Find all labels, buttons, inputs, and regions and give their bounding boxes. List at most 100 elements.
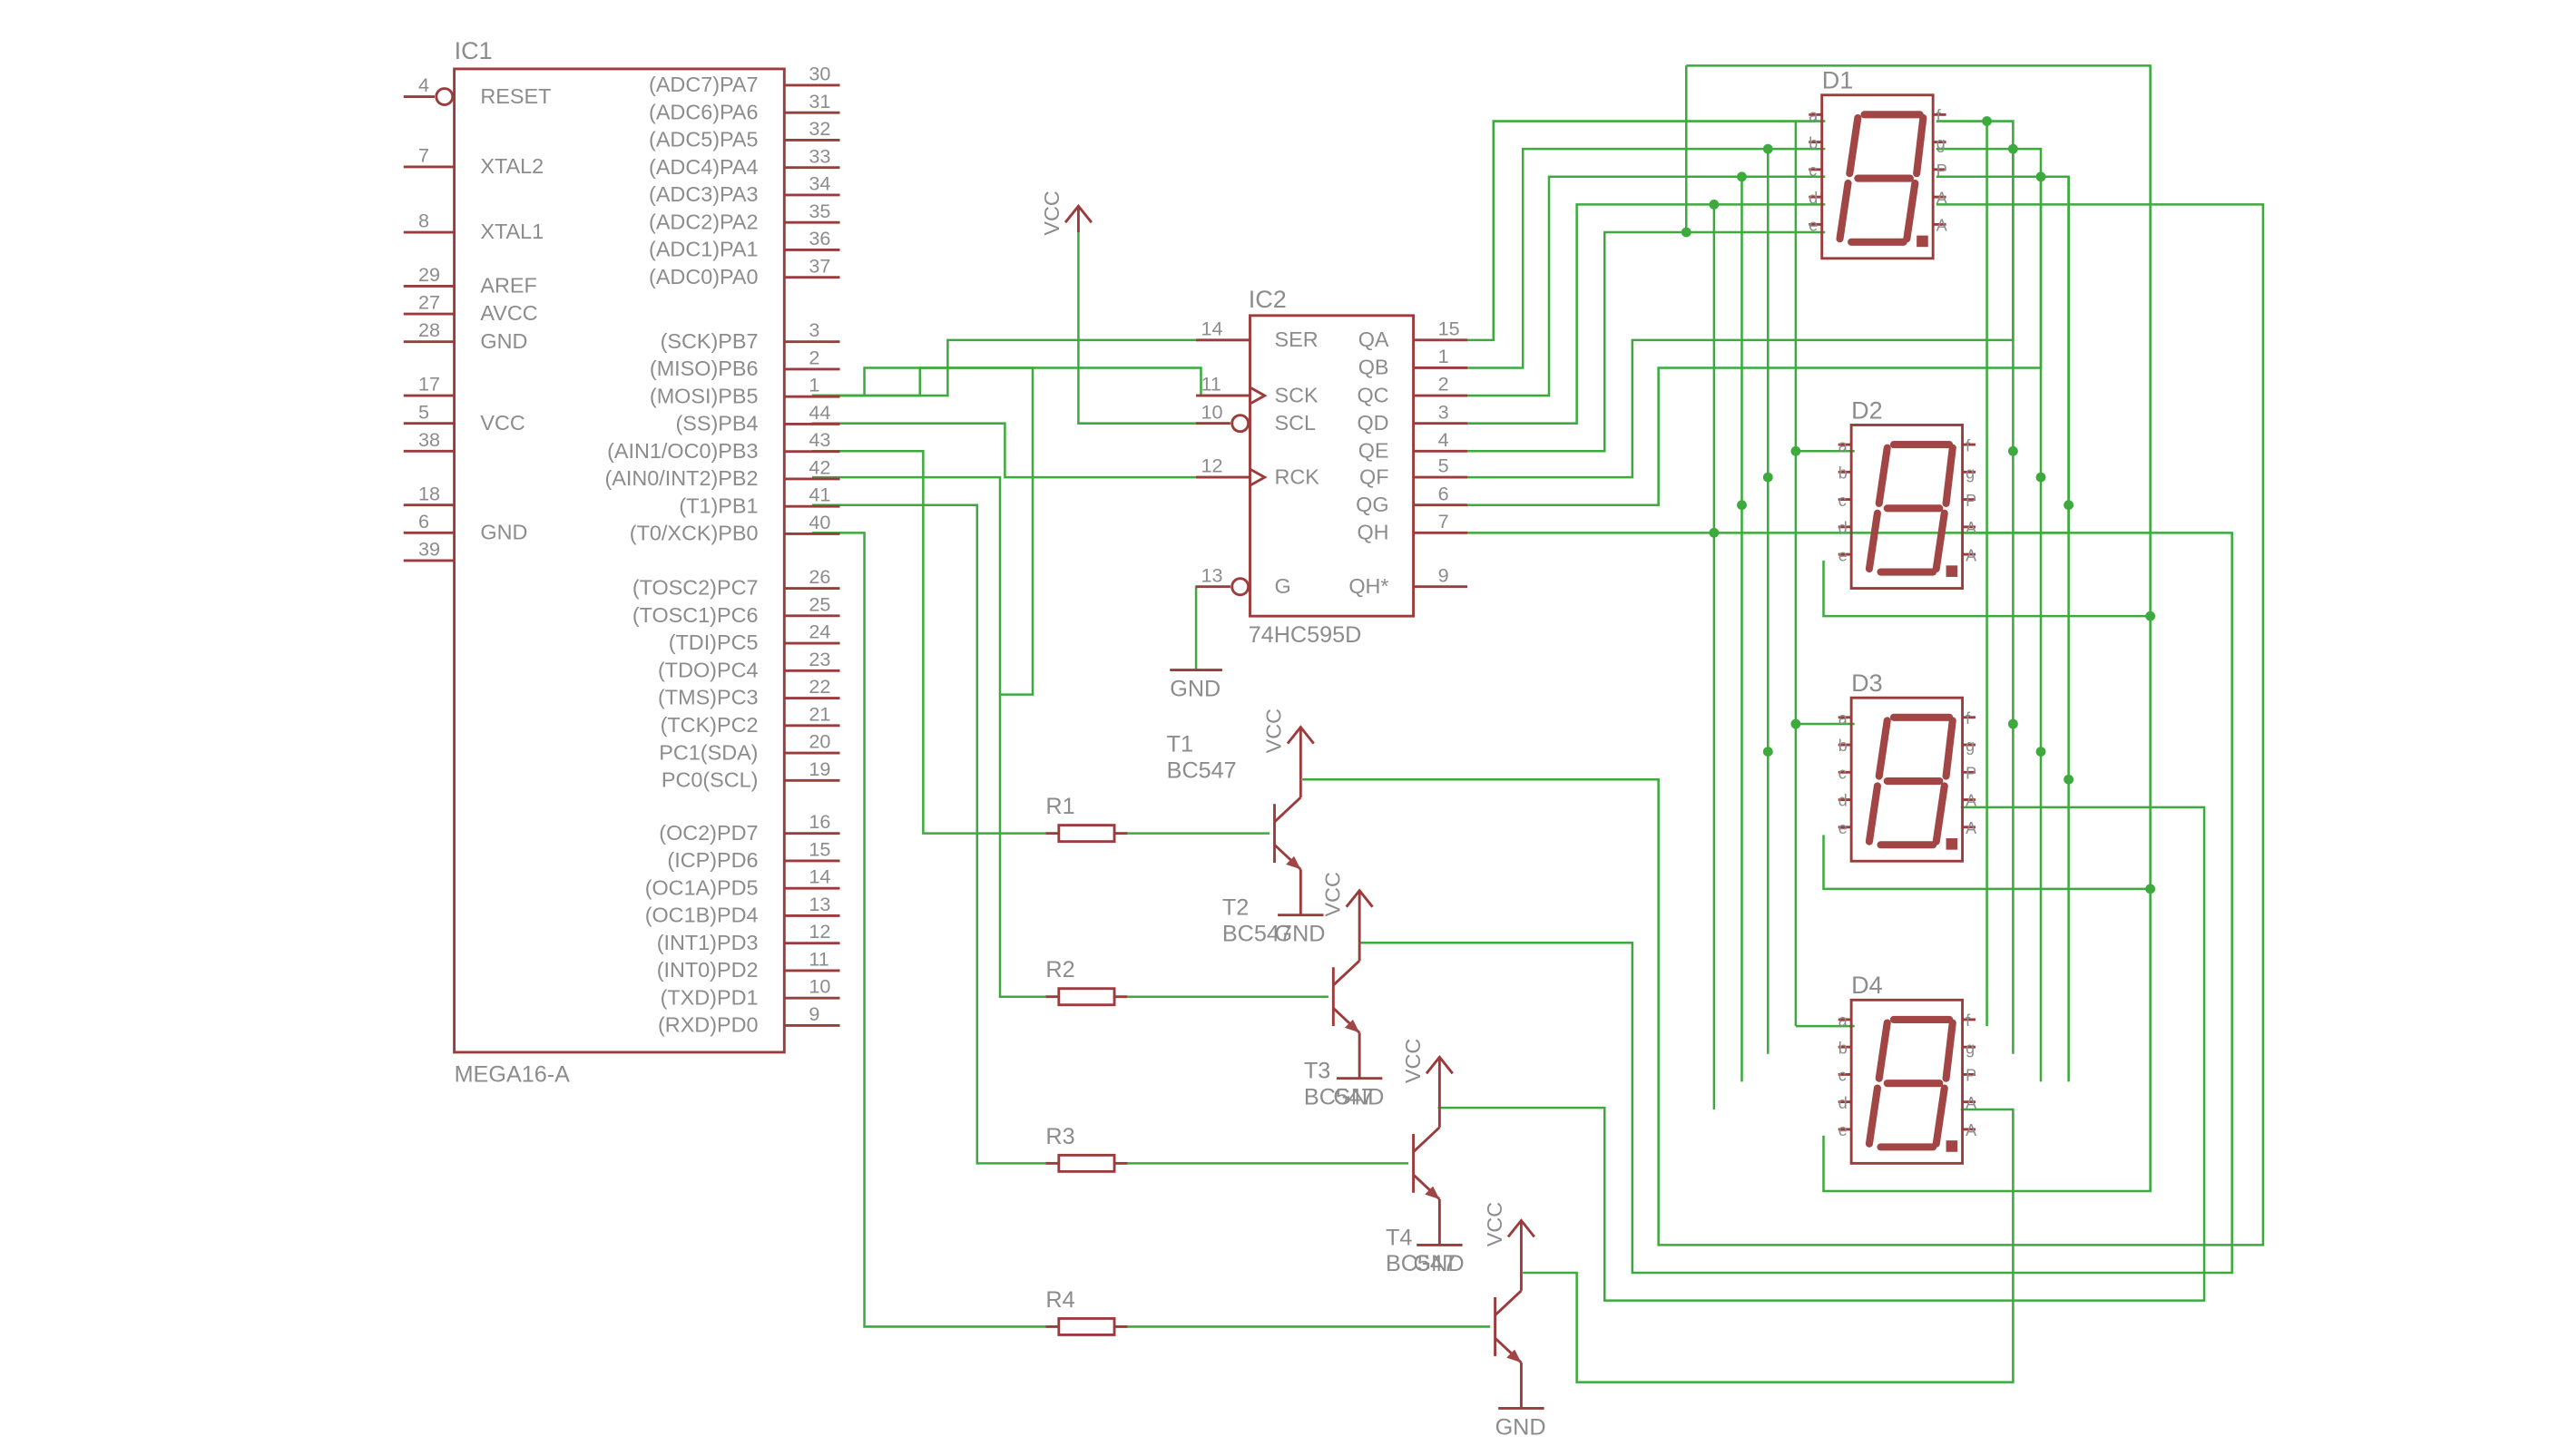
transistor-name: T1	[1167, 732, 1193, 757]
wire-qa	[1466, 120, 1826, 342]
ic2-pin-number: 9	[1438, 563, 1449, 586]
ic1-pin-name: (T1)PB1	[679, 493, 758, 517]
wire-pb1-r3	[811, 503, 1046, 1165]
transistor-collector	[1332, 960, 1361, 987]
wire-qb	[1466, 147, 1826, 369]
vcc-595-arrow	[1064, 203, 1093, 224]
display-label: D3	[1851, 669, 1883, 697]
junction-dot	[1681, 227, 1691, 238]
display-pin-name: A	[1966, 1121, 1976, 1139]
display-segment	[1932, 509, 1948, 572]
display-pin-name: f	[1966, 709, 1971, 728]
ic1-pin-number: 38	[418, 428, 440, 451]
display-body	[1820, 93, 1935, 260]
display-body	[1849, 424, 1965, 590]
ic1-pin-number: 23	[809, 648, 830, 670]
display-pin-name: e	[1838, 1121, 1848, 1139]
ic1-pin-number: 33	[809, 144, 830, 167]
junction-dot	[2035, 171, 2046, 182]
ic1-pin-number: 30	[809, 63, 830, 85]
ic1-pin-number: 31	[809, 90, 830, 112]
display-pin-name: b	[1809, 134, 1818, 152]
ic1-pin-name: (OC1A)PD5	[645, 875, 759, 899]
wire-t1-common	[1302, 203, 2265, 1246]
ic1-pin-number: 40	[809, 511, 830, 533]
ic2-pin-name: G	[1274, 574, 1290, 598]
ic1-pin-name: (ADC2)PA2	[649, 210, 758, 233]
junction-dot	[2035, 747, 2046, 757]
ic2-pin-name: QA	[1358, 327, 1389, 351]
vcc-arrow-icon	[1425, 1055, 1454, 1075]
display-pin-name: d	[1838, 519, 1848, 537]
ic1-pin-name: AVCC	[480, 301, 537, 325]
ic1-pin-number: 25	[809, 592, 830, 615]
display-pin-name: a	[1809, 107, 1819, 125]
ic2-clock-marker	[1249, 386, 1268, 406]
ic2-pin-name: QD	[1357, 411, 1388, 435]
ic1-pin-number: 36	[809, 227, 830, 249]
display-pin-name: c	[1838, 1067, 1847, 1085]
resistor-label: R1	[1045, 794, 1074, 819]
wire-t2-common	[1359, 532, 2233, 1275]
transistor-collector	[1412, 1126, 1441, 1153]
junction-dot	[2007, 445, 2018, 456]
vcc-595-label: VCC	[1040, 191, 1064, 235]
ic1-pin-name: GND	[480, 329, 527, 353]
vcc-label: VCC	[1262, 708, 1286, 753]
display-segment	[1903, 179, 1919, 243]
display-segment	[1865, 782, 1881, 845]
display-pin-name: P	[1966, 492, 1976, 510]
transistor-name: T3	[1304, 1059, 1330, 1084]
gnd-595: GND	[1170, 669, 1222, 701]
ic2-pin-name: QC	[1357, 383, 1388, 406]
display-body	[1849, 998, 1965, 1165]
ic2-inversion-bubble	[1230, 414, 1250, 434]
ic2-pin-number: 15	[1438, 317, 1460, 339]
ic1-pin-name: XTAL1	[480, 220, 544, 243]
display-pin-name: a	[1838, 1011, 1848, 1030]
display-pin-name: g	[1966, 1039, 1975, 1057]
display-pin-name: e	[1809, 217, 1818, 235]
ic1-pin-name: (ICP)PD6	[667, 848, 758, 872]
ic2-pin-name: QH*	[1348, 574, 1388, 598]
junction-dot	[2145, 884, 2156, 894]
display-pin-name: A	[1966, 546, 1976, 564]
junction-dot	[1762, 747, 1773, 757]
display-pin-name: a	[1838, 709, 1848, 728]
display-segment	[1913, 113, 1927, 178]
display-pin-name: c	[1838, 764, 1847, 782]
ic1-pin-number: 20	[809, 730, 830, 753]
vcc-arrow-icon	[1506, 1218, 1535, 1238]
ic2-clock-marker	[1249, 467, 1268, 487]
display-pin-name: d	[1838, 792, 1848, 810]
display-pin-name: f	[1966, 436, 1971, 454]
vcc-arrow-icon	[1286, 725, 1315, 745]
display-pin-name: a	[1838, 436, 1848, 454]
wire-pb4-rck	[811, 422, 1250, 479]
ic1-pin-name: (SS)PB4	[675, 412, 758, 435]
display-segment	[1932, 1084, 1948, 1148]
display-pin-name: d	[1809, 189, 1818, 207]
junction-dot	[1709, 199, 1720, 210]
wire-pb2-r2	[811, 475, 1046, 998]
display-pin-name: A	[1966, 819, 1976, 837]
display-decimal-point	[1946, 838, 1958, 850]
resistor-body	[1057, 987, 1116, 1007]
display-segment	[1865, 509, 1881, 572]
ic1-pin-number: 22	[809, 675, 830, 698]
ic2-pin-name: SCL	[1274, 411, 1316, 435]
ic2-pin-number: 4	[1438, 428, 1449, 451]
ic1-pin-name: (AIN0/INT2)PB2	[605, 466, 759, 490]
transistor-name: T2	[1222, 895, 1249, 921]
wire-qc	[1466, 175, 1826, 397]
display-decimal-point	[1946, 565, 1958, 577]
junction-dot	[1790, 718, 1801, 729]
ic2-pin-name: QB	[1358, 356, 1389, 379]
transistor-part: BC547	[1222, 921, 1292, 946]
ic2-pin-number: 11	[1201, 373, 1221, 396]
